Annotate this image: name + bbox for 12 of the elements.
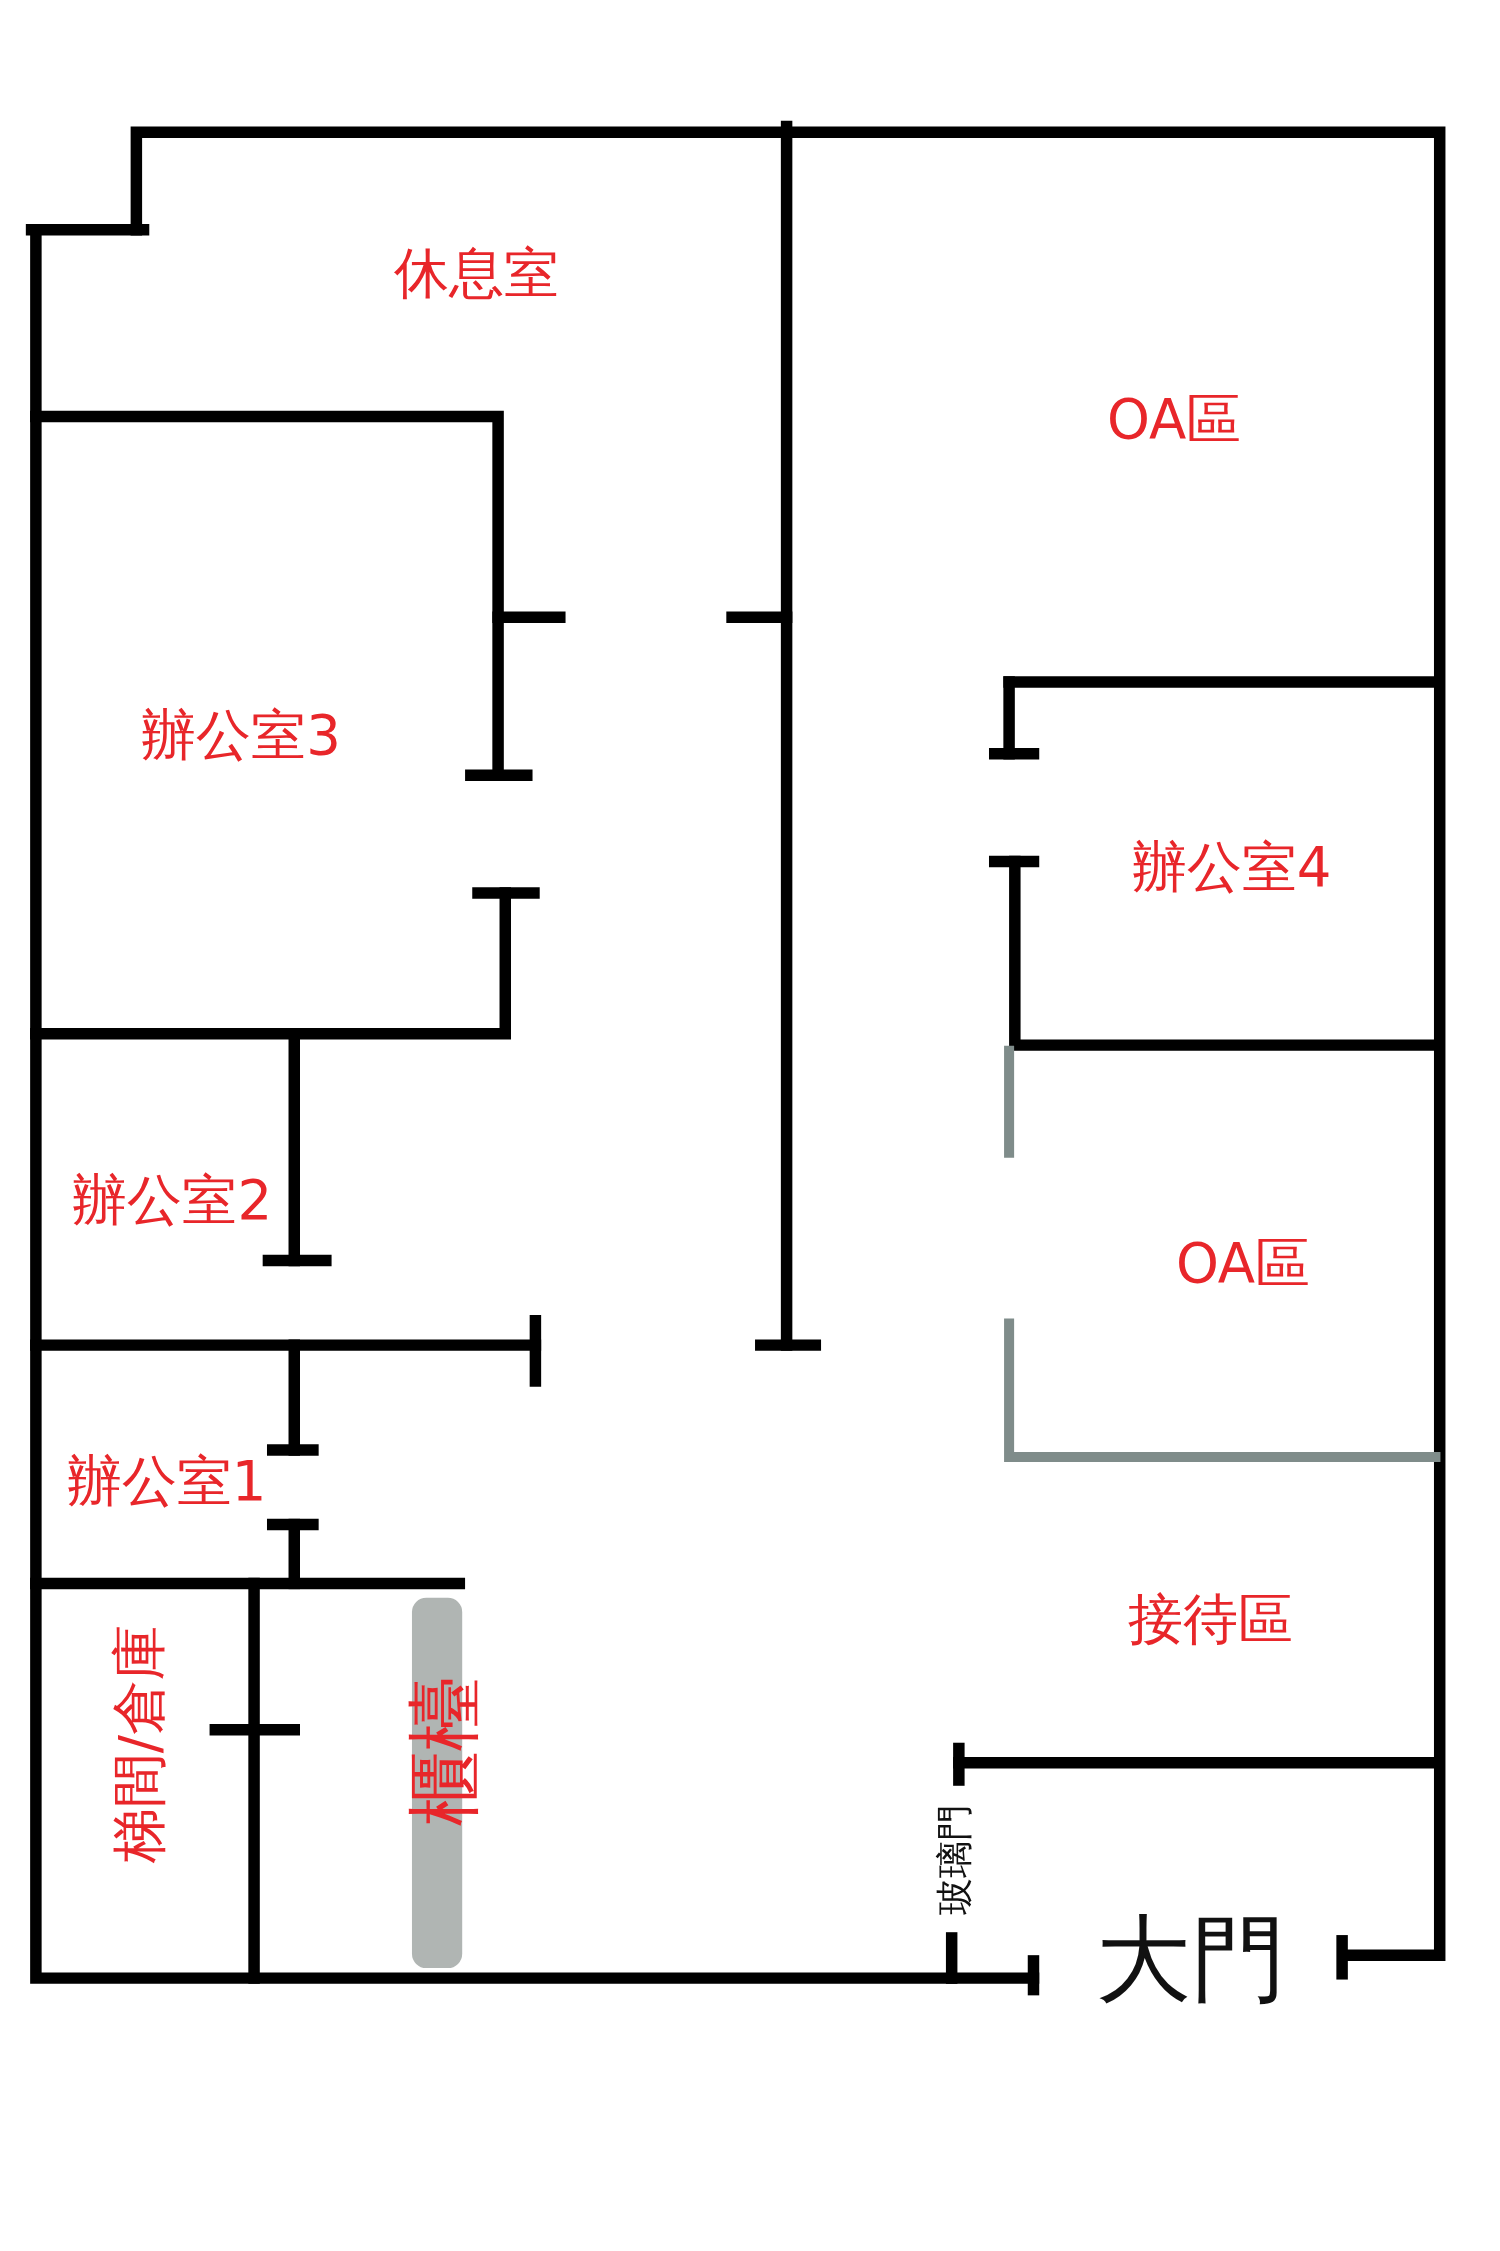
counter-label: 櫃檯 bbox=[407, 1676, 483, 1827]
room-label: 梯間/倉庫 bbox=[111, 1624, 167, 1864]
room-label: 辦公室4 bbox=[1131, 839, 1332, 895]
door-label: 大門 bbox=[1096, 1911, 1287, 2007]
room-label: 休息室 bbox=[394, 245, 560, 300]
room-label: 接待區 bbox=[1127, 1591, 1293, 1647]
room-label: OA區 bbox=[1107, 391, 1242, 447]
room-label: 辦公室2 bbox=[72, 1172, 273, 1228]
room-label: 辦公室1 bbox=[66, 1454, 267, 1509]
room-label: OA區 bbox=[1175, 1235, 1311, 1291]
room-label: 辦公室3 bbox=[141, 707, 341, 763]
door-label: 玻璃門 bbox=[935, 1803, 974, 1915]
